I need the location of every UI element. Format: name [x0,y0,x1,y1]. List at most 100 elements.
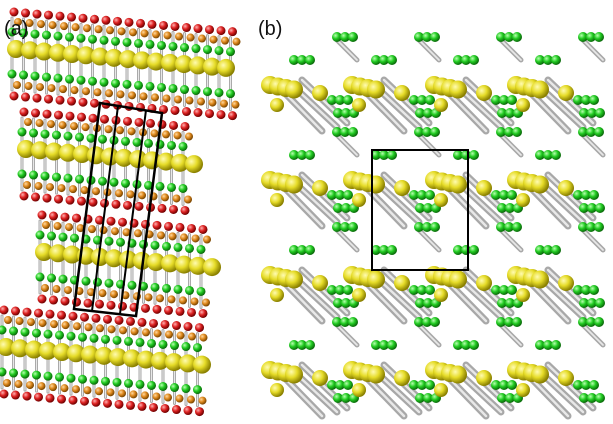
red-atom [124,17,134,27]
green-atom [181,384,191,394]
green-atom [335,190,345,200]
green-atom [86,133,96,143]
red-atom [172,405,181,415]
bond-highlight [362,278,406,323]
red-atom [54,110,63,120]
red-atom [111,199,121,209]
orange-atom [38,319,47,328]
orange-atom [199,333,208,342]
green-atom [578,32,588,42]
red-atom [216,110,226,120]
orange-atom [72,385,80,394]
red-atom [159,20,168,30]
red-atom [0,305,9,315]
red-atom [91,397,101,407]
bond-highlight [362,88,406,133]
green-atom [579,108,589,118]
atomic-layer [7,7,241,121]
red-atom [118,217,127,227]
large-atom [367,80,385,99]
red-atom [205,25,214,35]
repeat-unit [343,32,442,135]
red-atom [60,212,70,222]
large-atom [105,249,123,268]
red-atom [49,295,58,305]
green-atom [19,28,28,38]
red-atom [106,300,116,310]
unit-cell-outline [371,149,469,271]
green-atom [145,81,155,91]
green-atom [191,44,201,54]
green-atom [134,80,143,90]
large-atom [119,250,137,269]
green-atom [32,370,41,380]
green-atom [425,285,435,295]
green-atom [414,127,424,137]
large-atom [193,355,211,374]
large-atom [531,175,549,194]
green-atom [453,150,463,160]
red-atom [175,222,185,232]
green-atom [379,245,389,255]
green-atom [19,70,28,80]
bond-highlight [444,183,488,228]
orange-atom [88,225,96,234]
orange-atom [134,229,142,238]
green-atom [415,393,425,403]
large-atom [394,275,410,291]
red-atom [187,223,196,233]
red-atom [88,113,98,123]
green-atom [305,340,315,350]
large-atom [63,45,81,64]
orange-atom [221,36,229,45]
green-atom [327,95,337,105]
orange-atom [70,86,79,95]
bond-highlight [526,278,570,323]
red-atom [198,308,208,318]
green-atom [305,55,315,65]
orange-atom [60,384,69,393]
red-atom [136,18,145,28]
red-atom [103,398,112,408]
green-atom [170,341,179,351]
large-atom [87,146,105,165]
orange-atom [42,221,50,229]
large-atom [476,275,492,291]
green-atom [422,32,432,42]
orange-atom [180,233,188,242]
green-atom [214,46,224,56]
red-atom [146,118,155,128]
large-atom [516,193,530,207]
orange-atom [198,34,206,43]
green-atom [327,380,337,390]
large-atom [270,98,284,112]
orange-atom [27,318,35,327]
red-atom [65,111,75,121]
red-atom [164,221,173,231]
red-atom [54,194,63,204]
green-atom [70,233,79,243]
large-atom [25,340,43,359]
large-atom [129,150,147,169]
large-atom [171,153,189,172]
large-atom [312,180,328,196]
large-atom [91,248,109,267]
orange-atom [25,19,34,28]
bond-highlight [526,183,570,228]
orange-atom [173,131,182,140]
orange-atom [14,380,23,389]
green-atom [507,380,517,390]
orange-atom [69,185,77,194]
panel-b-projected-structure [261,32,606,420]
red-atom [44,10,53,20]
orange-atom [110,290,118,299]
large-atom [558,275,574,291]
green-atom [150,240,160,250]
bond-highlight [280,278,324,323]
large-atom [285,175,303,194]
atomic-layer [35,210,221,318]
red-atom [49,211,58,221]
green-atom [504,317,514,327]
large-atom [203,57,221,76]
